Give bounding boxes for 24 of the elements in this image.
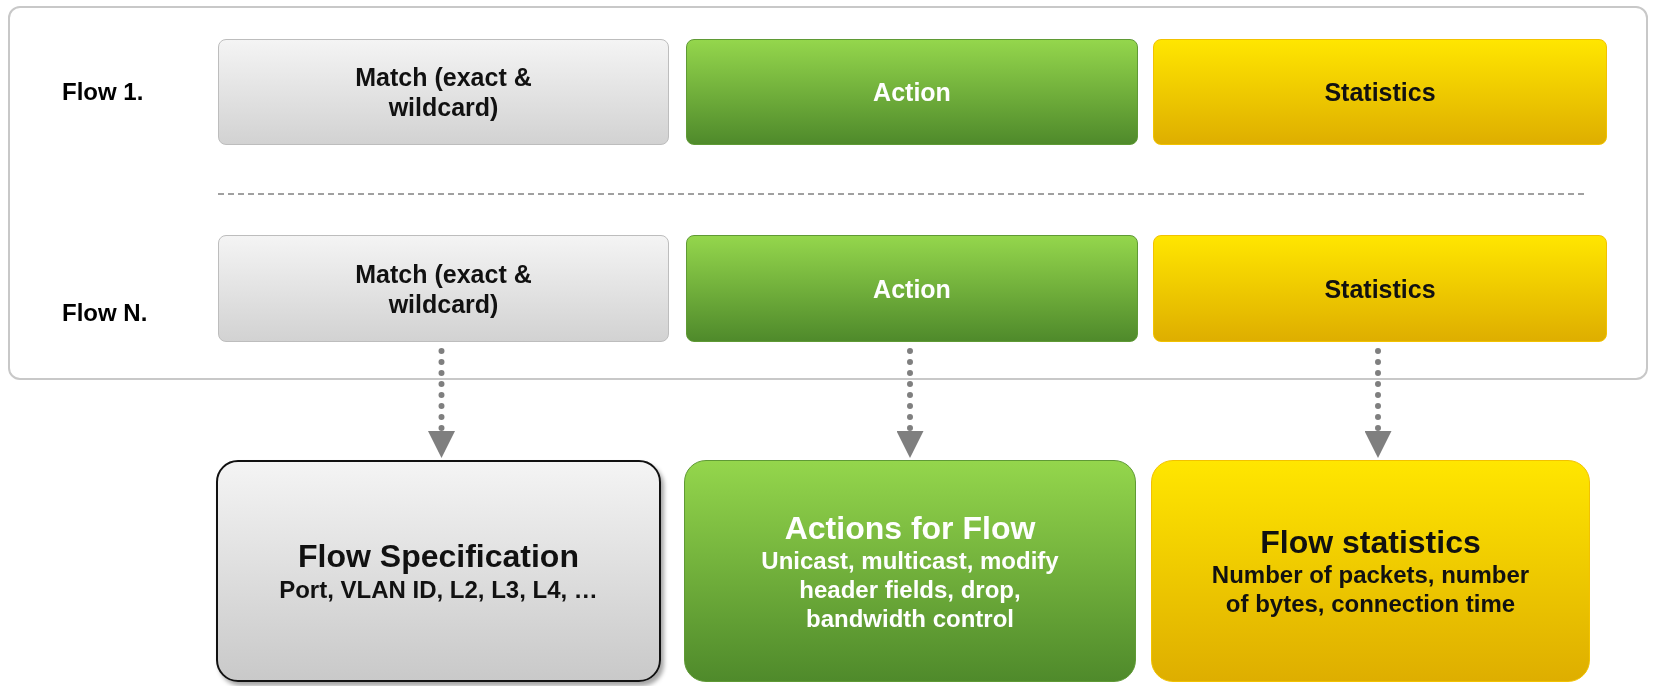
box-body: Port, VLAN ID, L2, L3, L4, …: [279, 575, 598, 605]
box-label: Match (exact & wildcard): [354, 258, 533, 319]
field-box: [1153, 39, 1607, 145]
box-label: Statistics: [1324, 273, 1436, 304]
box-label: Action: [873, 273, 951, 304]
detail-box: [216, 460, 661, 682]
box-title: Flow statistics: [1260, 523, 1481, 562]
box-body: Number of packets, number of bytes, connection time: [1210, 561, 1531, 619]
box-title: Flow Specification: [298, 537, 579, 576]
box-label: Statistics: [1324, 77, 1436, 107]
field-box: [686, 235, 1138, 342]
box-title: Actions for Flow: [784, 508, 1036, 547]
field-box: [218, 235, 669, 342]
row-label: Flow 1.: [62, 78, 144, 106]
row-label: Flow N.: [62, 299, 148, 327]
box-label: Match (exact & wildcard): [354, 62, 533, 122]
detail-box: [684, 460, 1136, 682]
box-body: Unicast, multicast, modify header fields, drop, bandwidth control: [760, 547, 1060, 634]
field-box: [686, 39, 1138, 145]
box-label: Action: [873, 77, 951, 107]
field-box: [1153, 235, 1607, 342]
detail-box: [1151, 460, 1590, 682]
table-frame: [8, 6, 1648, 380]
field-box: [218, 39, 669, 145]
